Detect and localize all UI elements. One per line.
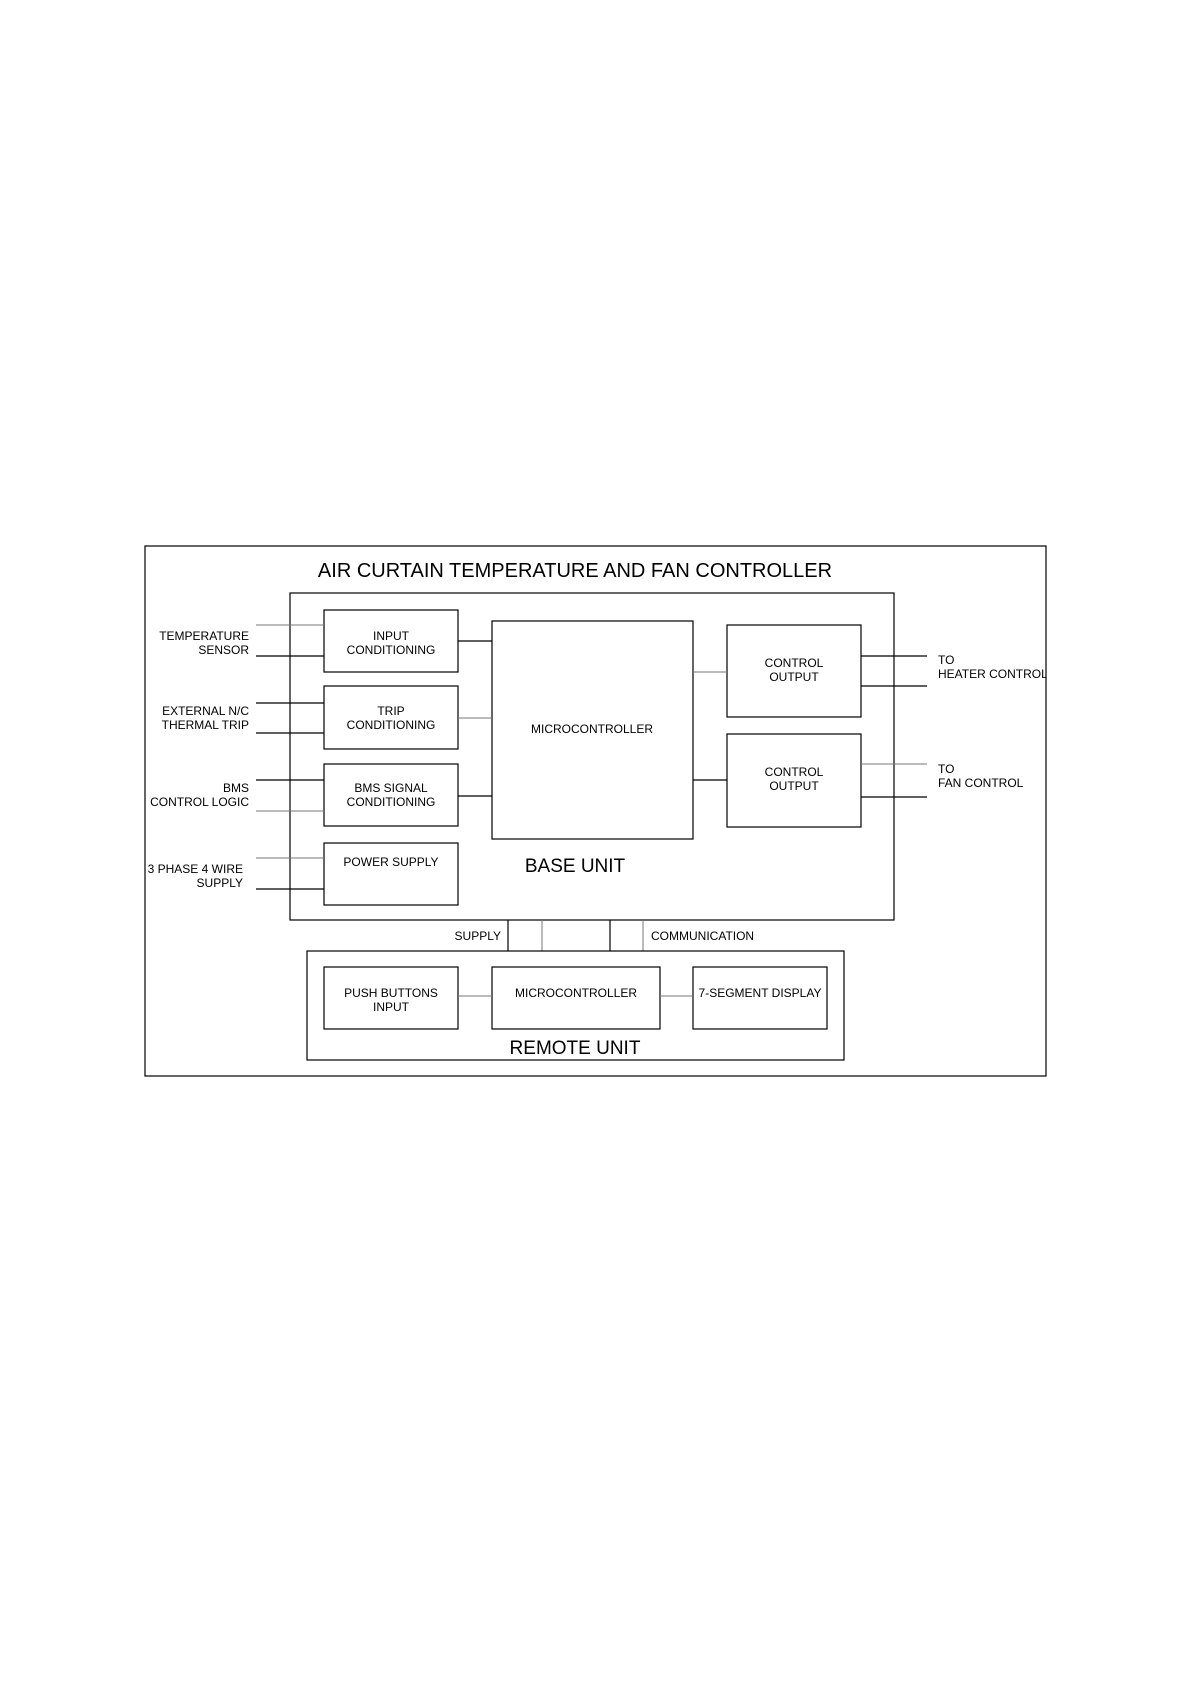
heater-control-output-block: CONTROL OUTPUT [726,624,862,718]
internal-connections [458,640,727,797]
thermal-trip-label: EXTERNAL N/C THERMAL TRIP [162,704,250,732]
svg-text:INPUT: INPUT [373,629,410,643]
fan-control-label: TO FAN CONTROL [938,762,1024,790]
svg-text:OUTPUT: OUTPUT [769,670,819,684]
svg-text:SUPPLY: SUPPLY [197,876,243,890]
svg-text:7-SEGMENT DISPLAY: 7-SEGMENT DISPLAY [699,986,822,1000]
svg-text:SENSOR: SENSOR [198,643,249,657]
link-wires [507,920,644,951]
svg-text:MICROCONTROLLER: MICROCONTROLLER [531,722,653,736]
base-unit-frame [289,592,895,921]
svg-text:INPUT: INPUT [373,1000,410,1014]
push-buttons-block: PUSH BUTTONS INPUT [323,966,459,1030]
bms-control-logic-label: BMS CONTROL LOGIC [150,781,249,809]
svg-text:BMS SIGNAL: BMS SIGNAL [354,781,428,795]
seven-segment-display-block: 7-SEGMENT DISPLAY [692,966,828,1030]
svg-text:BMS: BMS [223,781,249,795]
svg-text:CONDITIONING: CONDITIONING [347,795,436,809]
svg-text:CONTROL: CONTROL [765,656,824,670]
remote-unit-label: REMOTE UNIT [510,1038,641,1059]
svg-text:TEMPERATURE: TEMPERATURE [159,629,249,643]
svg-text:HEATER CONTROL: HEATER CONTROL [938,667,1048,681]
communication-link-label: COMMUNICATION [651,929,754,943]
svg-text:CONTROL: CONTROL [765,765,824,779]
svg-text:MICROCONTROLLER: MICROCONTROLLER [515,986,637,1000]
svg-text:EXTERNAL N/C: EXTERNAL N/C [162,704,249,718]
output-wires [861,655,927,798]
svg-text:FAN CONTROL: FAN CONTROL [938,776,1024,790]
base-microcontroller-block: MICROCONTROLLER [491,620,694,840]
power-supply-block: POWER SUPPLY [323,842,459,906]
svg-text:TO: TO [938,653,954,667]
svg-text:CONDITIONING: CONDITIONING [347,718,436,732]
temperature-sensor-label: TEMPERATURE SENSOR [159,629,249,657]
svg-text:OUTPUT: OUTPUT [769,779,819,793]
svg-text:PUSH BUTTONS: PUSH BUTTONS [344,986,438,1000]
remote-unit-frame [306,950,845,1061]
svg-text:POWER SUPPLY: POWER SUPPLY [343,855,438,869]
supply-link-label: SUPPLY [455,929,501,943]
svg-text:TRIP: TRIP [377,704,404,718]
svg-text:CONDITIONING: CONDITIONING [347,643,436,657]
heater-control-label: TO HEATER CONTROL [938,653,1048,681]
svg-text:3 PHASE 4 WIRE: 3 PHASE 4 WIRE [148,862,243,876]
bms-signal-conditioning-block: BMS SIGNAL CONDITIONING [323,763,459,827]
remote-microcontroller-block: MICROCONTROLLER [491,966,661,1030]
diagram-title: AIR CURTAIN TEMPERATURE AND FAN CONTROLL… [318,560,832,582]
three-phase-supply-label: 3 PHASE 4 WIRE SUPPLY [148,862,243,890]
input-conditioning-block: INPUT CONDITIONING [323,609,459,673]
input-wires [256,624,324,890]
base-unit-label: BASE UNIT [525,856,626,877]
svg-text:TO: TO [938,762,954,776]
svg-text:CONTROL LOGIC: CONTROL LOGIC [150,795,249,809]
outer-frame [144,545,1047,1077]
svg-text:THERMAL TRIP: THERMAL TRIP [162,718,249,732]
fan-control-output-block: CONTROL OUTPUT [726,733,862,828]
trip-conditioning-block: TRIP CONDITIONING [323,685,459,750]
